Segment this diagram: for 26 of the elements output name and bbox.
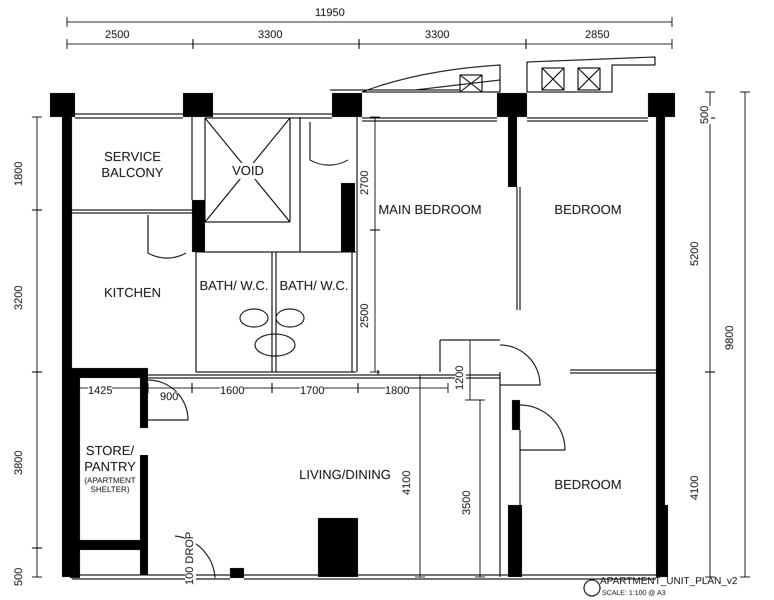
room-label: VOID [231, 162, 265, 180]
dimension-label: 4100 [402, 470, 413, 495]
dimension-label: 3300 [258, 30, 282, 41]
dimension-label: 3300 [425, 30, 450, 41]
dimension-label: 1800 [385, 386, 410, 397]
dimension-label: 3500 [462, 490, 473, 515]
dimension-label: 900 [160, 392, 178, 403]
dimension-label: 2700 [360, 170, 371, 195]
dimension-label: 3800 [14, 450, 25, 475]
dimension-label: 500 [700, 106, 711, 124]
dimension-label: 3200 [14, 286, 25, 310]
dimension-label: 11950 [315, 8, 345, 19]
dimension-label: 5200 [690, 242, 701, 266]
dimension-label: 2500 [360, 304, 371, 328]
plan-title: APARTMENT_UNIT_PLAN_v2 [600, 576, 738, 587]
dimension-label: 500 [14, 568, 25, 586]
dimension-label: 4100 [690, 476, 701, 500]
dimension-label: 1600 [220, 386, 244, 397]
dimension-label: 1200 [455, 366, 466, 390]
dimension-label: 2500 [105, 30, 130, 41]
dimension-label: 9800 [725, 326, 736, 350]
dimension-label: 1700 [300, 386, 324, 397]
dimension-label: 2850 [585, 30, 610, 41]
dimension-label: 100 DROP [185, 532, 196, 585]
dimension-label: 1425 [88, 386, 112, 397]
dimension-label: 1800 [14, 162, 25, 186]
